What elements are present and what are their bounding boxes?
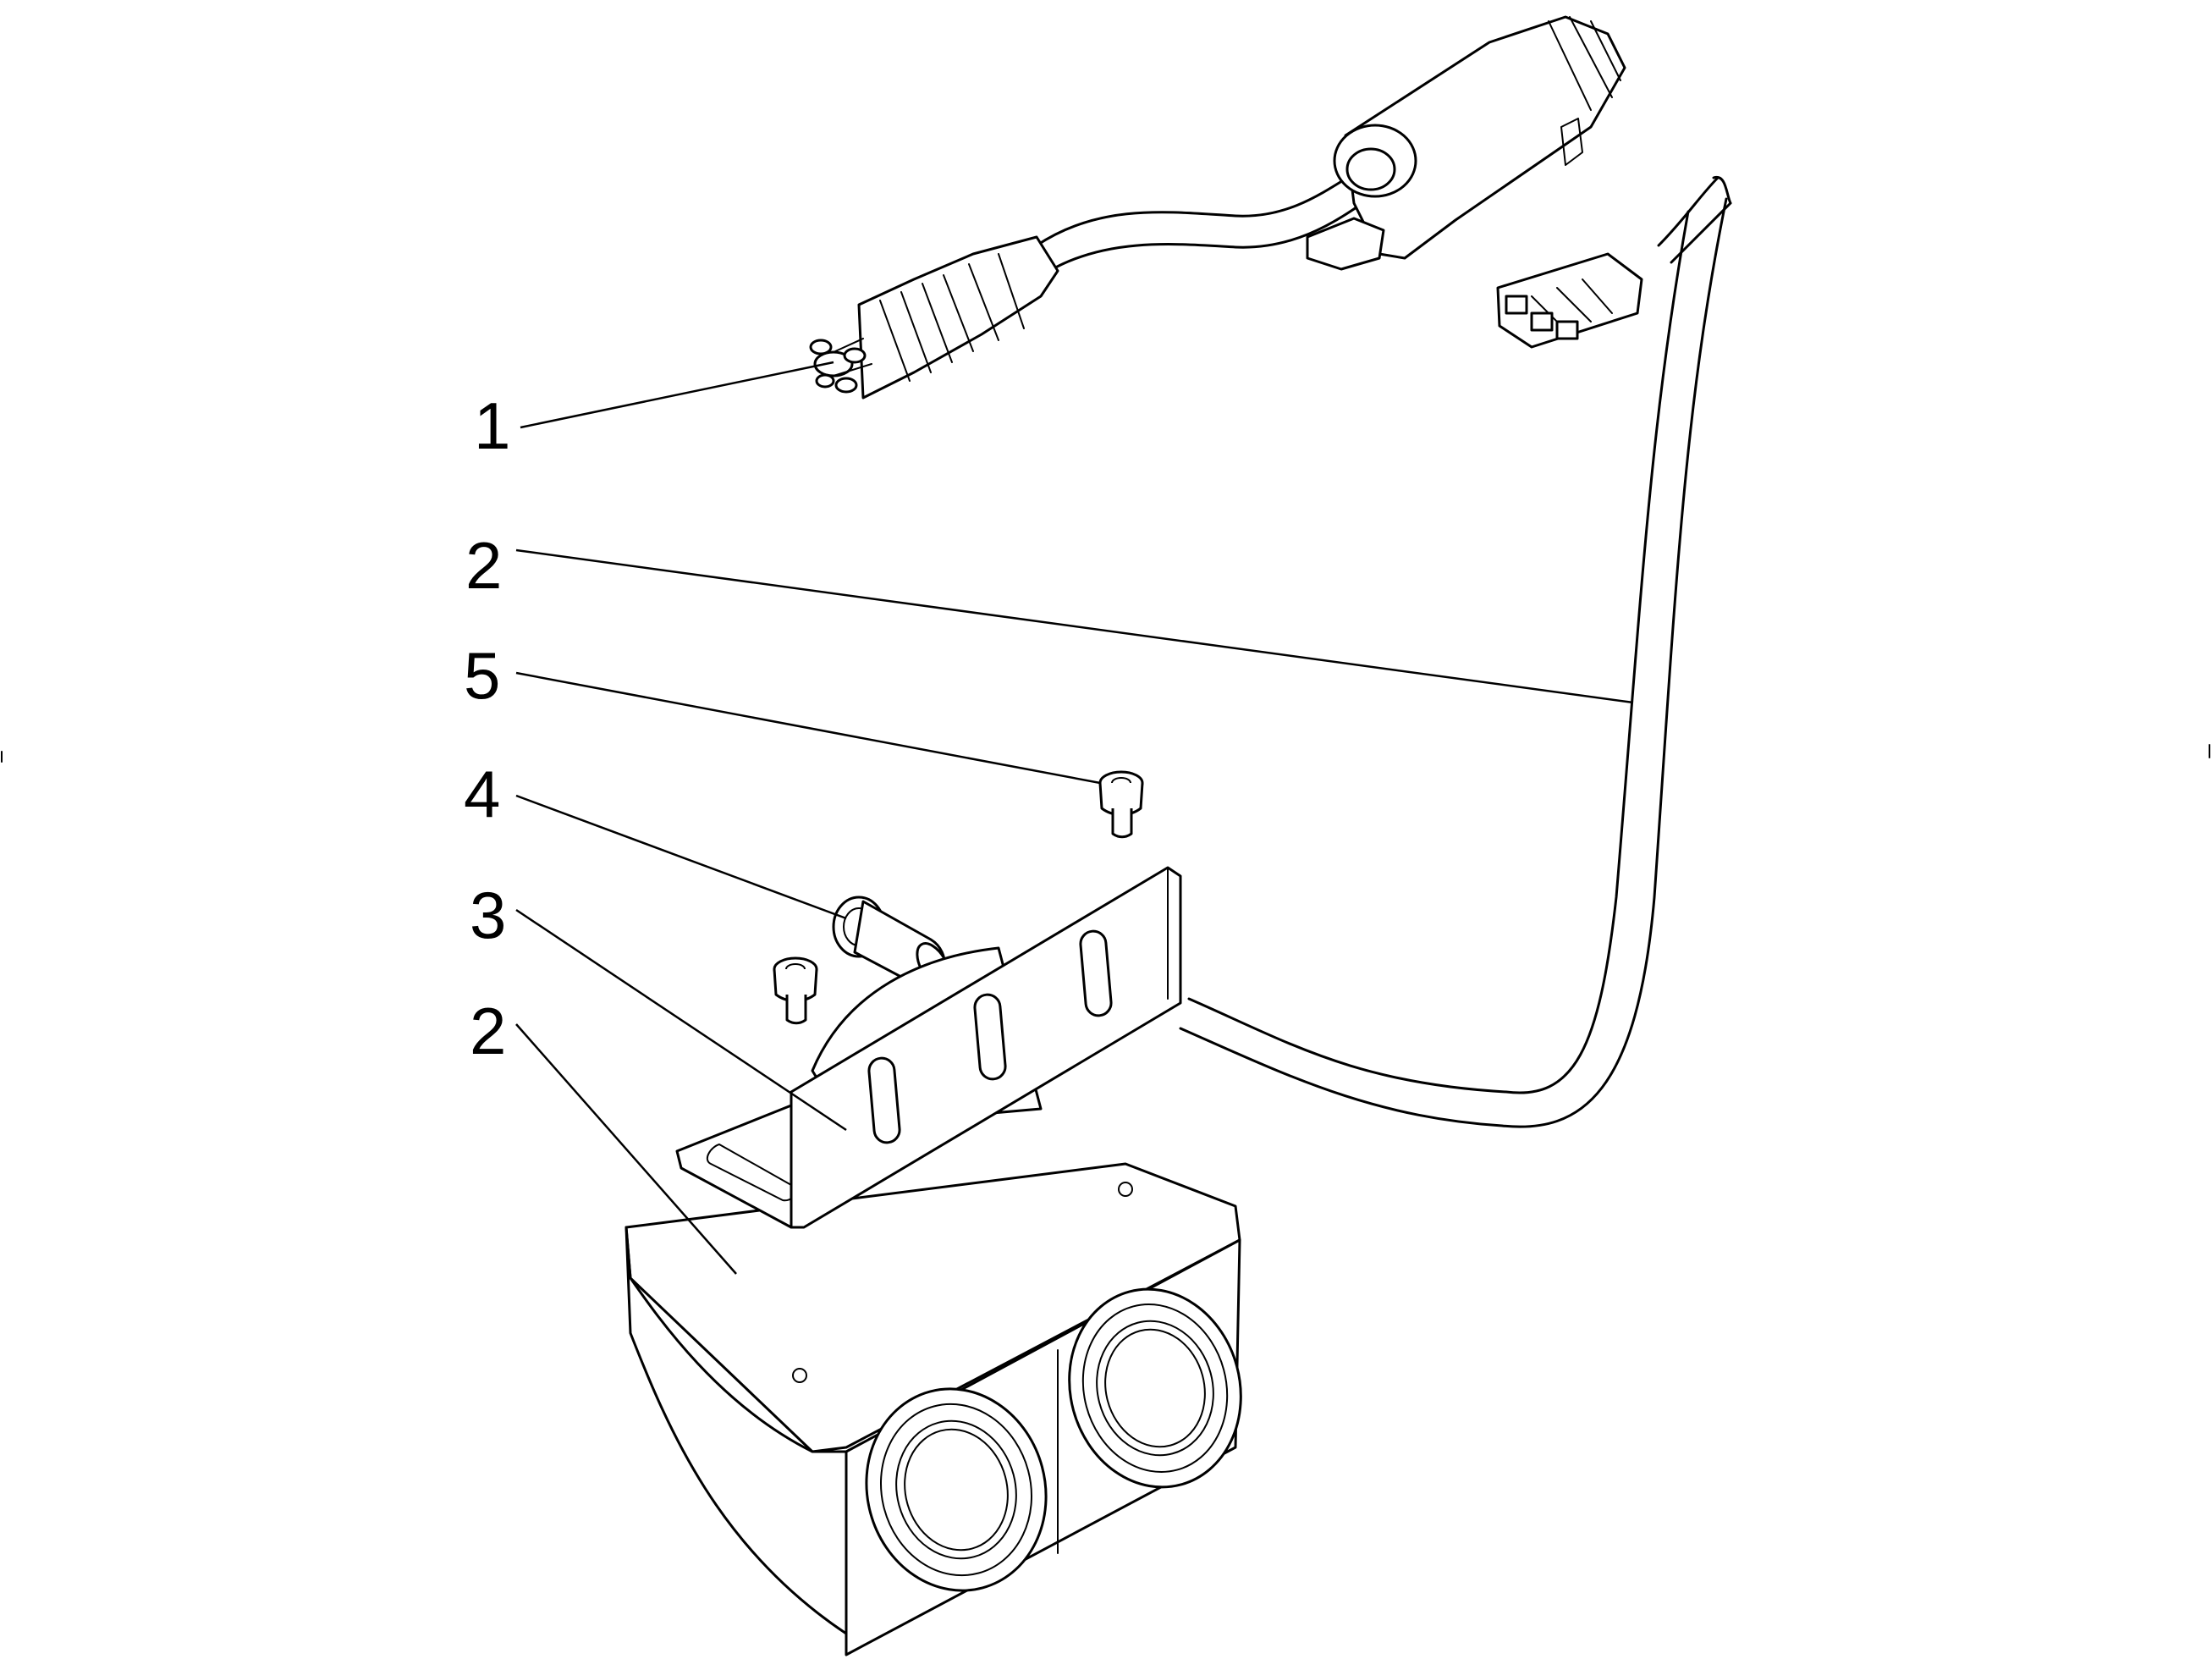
leader-lines: [515, 361, 1634, 1275]
callout-2-upper: 2: [465, 528, 502, 603]
leader-2-upper: [515, 548, 1634, 704]
callout-5: 5: [464, 638, 500, 713]
screw-lower: [773, 956, 818, 1025]
molex-plug: [1496, 252, 1643, 349]
leader-2-lower: [515, 1023, 737, 1275]
cable: [1179, 175, 1732, 1128]
callout-2-lower: 2: [470, 994, 506, 1068]
leader-4: [515, 794, 847, 920]
leader-1: [520, 361, 834, 429]
round-connector-plug: [809, 172, 1364, 400]
callout-3: 3: [470, 878, 506, 952]
leader-3: [515, 908, 847, 1132]
screw-upper: [1098, 770, 1144, 839]
callout-1: 1: [474, 389, 510, 463]
callout-4: 4: [464, 757, 500, 831]
leader-5: [515, 671, 1101, 785]
mounting-bracket: [675, 866, 1182, 1229]
inline-connector-module: [1306, 15, 1626, 271]
